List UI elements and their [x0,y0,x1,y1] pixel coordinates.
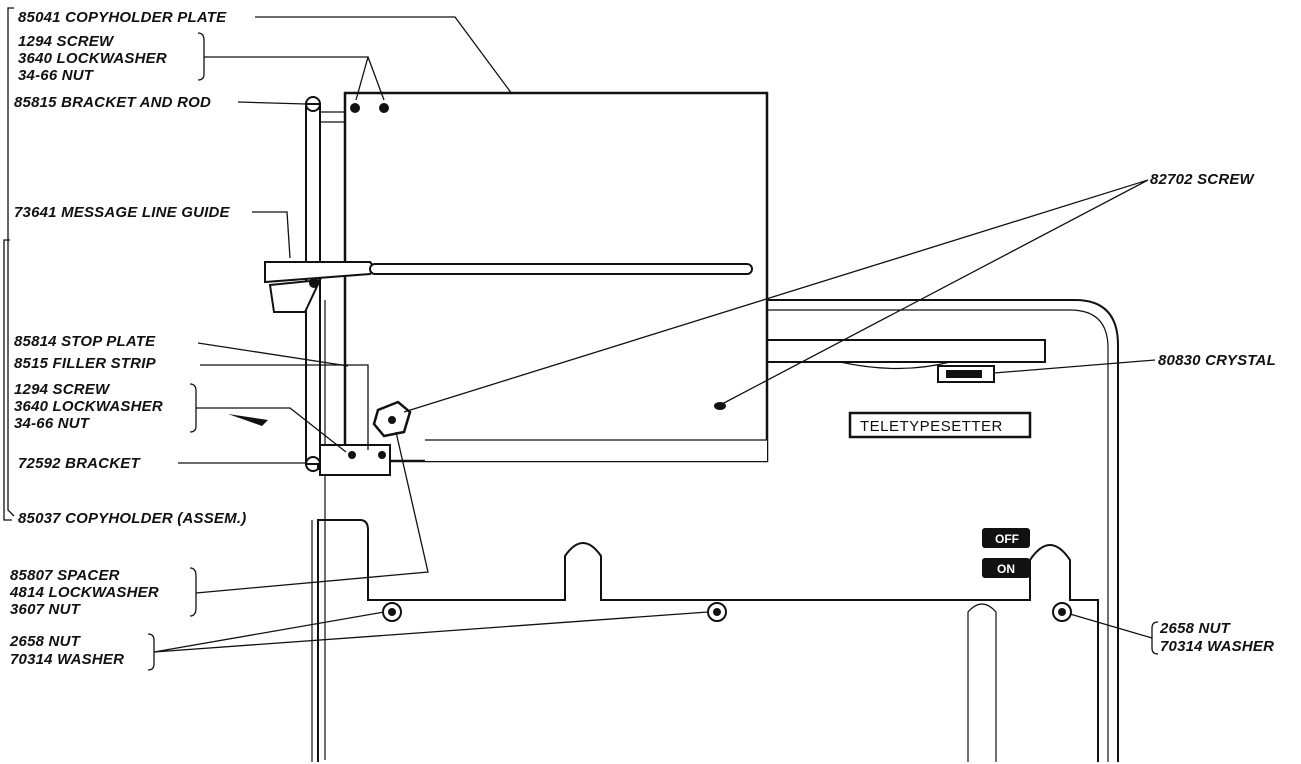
mounting-nuts [382,602,1072,622]
on-switch-label: ON [997,562,1015,576]
label-right-washer: 70314 WASHER [1160,638,1274,655]
label-spacer-lockwasher: 4814 LOCKWASHER [9,584,159,601]
teletypesetter-nameplate: TELETYPESETTER [848,411,1032,439]
copyholder-plate [343,91,769,463]
label-top-nut: 34-66 NUT [18,67,95,84]
leader-lines [3,7,1159,671]
label-bracket: 72592 BRACKET [18,455,141,472]
label-crystal: 80830 CRYSTAL [1158,352,1276,369]
off-switch-label: OFF [995,532,1019,546]
label-left-washer: 70314 WASHER [10,651,124,668]
label-copyholder-assem: 85037 COPYHOLDER (ASSEM.) [18,510,246,527]
label-top-lockwasher: 3640 LOCKWASHER [18,50,167,67]
label-message-line-guide: 73641 MESSAGE LINE GUIDE [14,204,230,221]
label-mid-lockwasher: 3640 LOCKWASHER [14,398,163,415]
label-mid-screw: 1294 SCREW [14,381,111,398]
label-stop-plate: 85814 STOP PLATE [14,333,156,350]
label-spacer-nut: 3607 NUT [10,601,82,618]
nameplate-text: TELETYPESETTER [860,418,1003,435]
label-mid-nut: 34-66 NUT [14,415,91,432]
label-bracket-and-rod: 85815 BRACKET AND ROD [14,94,211,111]
label-left-nut: 2658 NUT [9,633,82,650]
label-82702-screw: 82702 SCREW [1150,171,1256,188]
label-spacer: 85807 SPACER [10,567,120,584]
label-right-nut: 2658 NUT [1159,620,1232,637]
label-filler-strip: 8515 FILLER STRIP [14,355,157,372]
stop-plate-and-bracket [305,400,412,476]
off-switch: OFF [982,528,1030,548]
on-switch: ON [982,558,1030,578]
label-top-screw: 1294 SCREW [18,33,115,50]
label-copyholder-plate: 85041 COPYHOLDER PLATE [18,9,227,26]
message-line-guide [264,261,753,313]
crystal-part [937,365,995,383]
